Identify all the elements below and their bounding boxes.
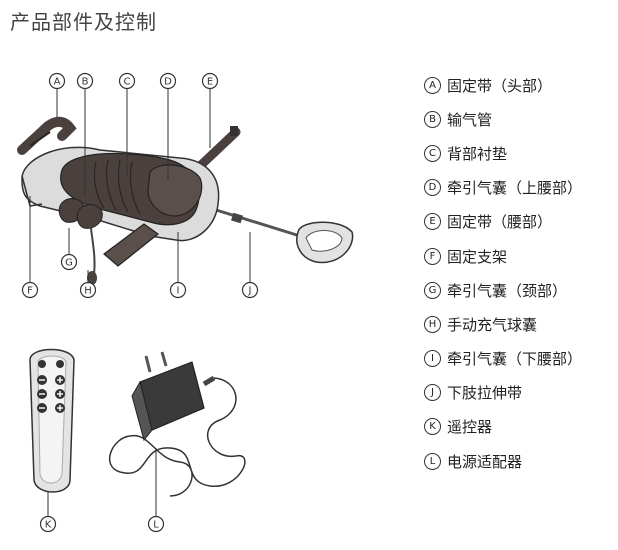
callout-letter-d: D [164, 77, 172, 88]
letter-badge: G [424, 281, 441, 299]
callout-letter-c: C [124, 77, 131, 88]
letter-badge: K [424, 418, 441, 436]
letter-badge: D [424, 179, 441, 197]
callout-letter-l: L [153, 520, 159, 531]
letter-badge: B [424, 110, 441, 128]
legend-item: J 下肢拉伸带 [424, 376, 614, 410]
letter-badge: E [424, 213, 441, 231]
legend-label: 牵引气囊（上腰部） [447, 179, 583, 198]
legend-item: C 背部衬垫 [424, 136, 614, 170]
callout-letter-b: B [82, 77, 89, 88]
callout-letter-i: I [177, 286, 180, 297]
power-adapter-illustration [108, 351, 246, 497]
legend-label: 固定带（头部） [447, 76, 553, 95]
legend-item: B 输气管 [424, 102, 614, 136]
legend-label: 手动充气球囊 [447, 315, 538, 334]
callout-badge-letters: A B C D E F G H I J K L [27, 77, 251, 531]
callout-letter-h: H [84, 286, 92, 297]
legend-label: 牵引气囊（下腰部） [447, 350, 583, 369]
callout-letter-f: F [27, 286, 33, 297]
letter-badge: A [424, 76, 441, 94]
traction-device-illustration [17, 116, 354, 285]
legend-label: 遥控器 [447, 418, 493, 437]
legend-item: I 牵引气囊（下腰部） [424, 342, 614, 376]
callout-letter-g: G [65, 258, 73, 269]
callout-badges [21, 72, 259, 533]
legend-label: 背部衬垫 [447, 144, 508, 163]
legend-label: 输气管 [447, 110, 493, 129]
callout-letter-a: A [54, 77, 61, 88]
legend-item: E 固定带（腰部） [424, 205, 614, 239]
letter-badge: C [424, 144, 441, 162]
page-title: 产品部件及控制 [10, 10, 157, 34]
callout-letter-k: K [45, 520, 52, 531]
legend-label: 牵引气囊（颈部） [447, 281, 568, 300]
letter-badge: L [424, 452, 441, 470]
legend-label: 下肢拉伸带 [447, 384, 523, 403]
letter-badge: I [424, 350, 441, 368]
legend-label: 固定支架 [447, 247, 508, 266]
callout-lines [29, 88, 251, 516]
legend-item: L 电源适配器 [424, 444, 614, 478]
legend-label: 电源适配器 [447, 452, 523, 471]
legend-item: H 手动充气球囊 [424, 307, 614, 341]
legend-item: K 遥控器 [424, 410, 614, 444]
callout-letter-e: E [207, 77, 213, 88]
legend-label: 固定带（腰部） [447, 213, 553, 232]
legend-item: A 固定带（头部） [424, 68, 614, 102]
letter-badge: H [424, 315, 441, 333]
letter-badge: F [424, 247, 441, 265]
legend-item: F 固定支架 [424, 239, 614, 273]
callout-letter-j: J [248, 286, 252, 297]
legend-item: G 牵引气囊（颈部） [424, 273, 614, 307]
letter-badge: J [424, 384, 441, 402]
legend-item: D 牵引气囊（上腰部） [424, 171, 614, 205]
remote-control-illustration [29, 348, 75, 493]
